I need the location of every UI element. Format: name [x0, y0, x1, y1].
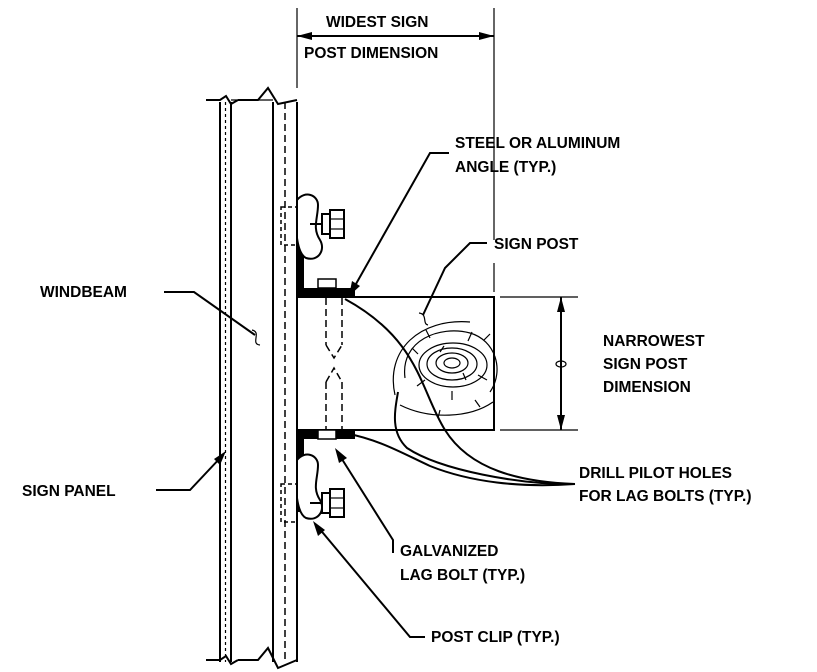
windbeam-member: [231, 86, 298, 670]
widest-label-line2: POST DIMENSION: [304, 45, 438, 62]
angle-label-line2: ANGLE (TYP.): [455, 159, 556, 176]
widest-dimension: [296, 8, 495, 292]
angle-label-line1: STEEL OR ALUMINUM: [455, 135, 620, 152]
drill-label-line1: DRILL PILOT HOLES: [579, 465, 732, 482]
narrowest-label-line2: SIGN POST: [603, 356, 688, 373]
post-clip-bottom: [280, 453, 345, 523]
lag-bolt-shanks: [325, 298, 343, 429]
clip-label: POST CLIP (TYP.): [431, 629, 560, 646]
drill-label-line2: FOR LAG BOLTS (TYP.): [579, 488, 752, 505]
sign-post-label: SIGN POST: [494, 236, 579, 253]
sign-panel-label: SIGN PANEL: [22, 483, 116, 500]
windbeam-leader: [164, 291, 261, 346]
post-clip-top: [280, 193, 345, 260]
windbeam-label: WINDBEAM: [40, 284, 127, 301]
clip-leader: [313, 521, 425, 638]
sign-post-leader: [418, 242, 487, 326]
drill-leaders: [344, 298, 576, 487]
angle-leader: [349, 152, 449, 296]
narrowest-label-line3: DIMENSION: [603, 379, 691, 396]
sign-post-section: [296, 296, 498, 431]
narrowest-dimension: [500, 296, 578, 431]
sign-panel-leader: [156, 451, 226, 491]
sign-panel-plate: [206, 94, 239, 666]
lag-bolt-leader: [335, 448, 394, 553]
lag-label-line1: GALVANIZED: [400, 543, 498, 560]
lag-label-line2: LAG BOLT (TYP.): [400, 567, 525, 584]
narrowest-label-line1: NARROWEST: [603, 333, 705, 350]
widest-label-line1: WIDEST SIGN: [326, 14, 428, 31]
